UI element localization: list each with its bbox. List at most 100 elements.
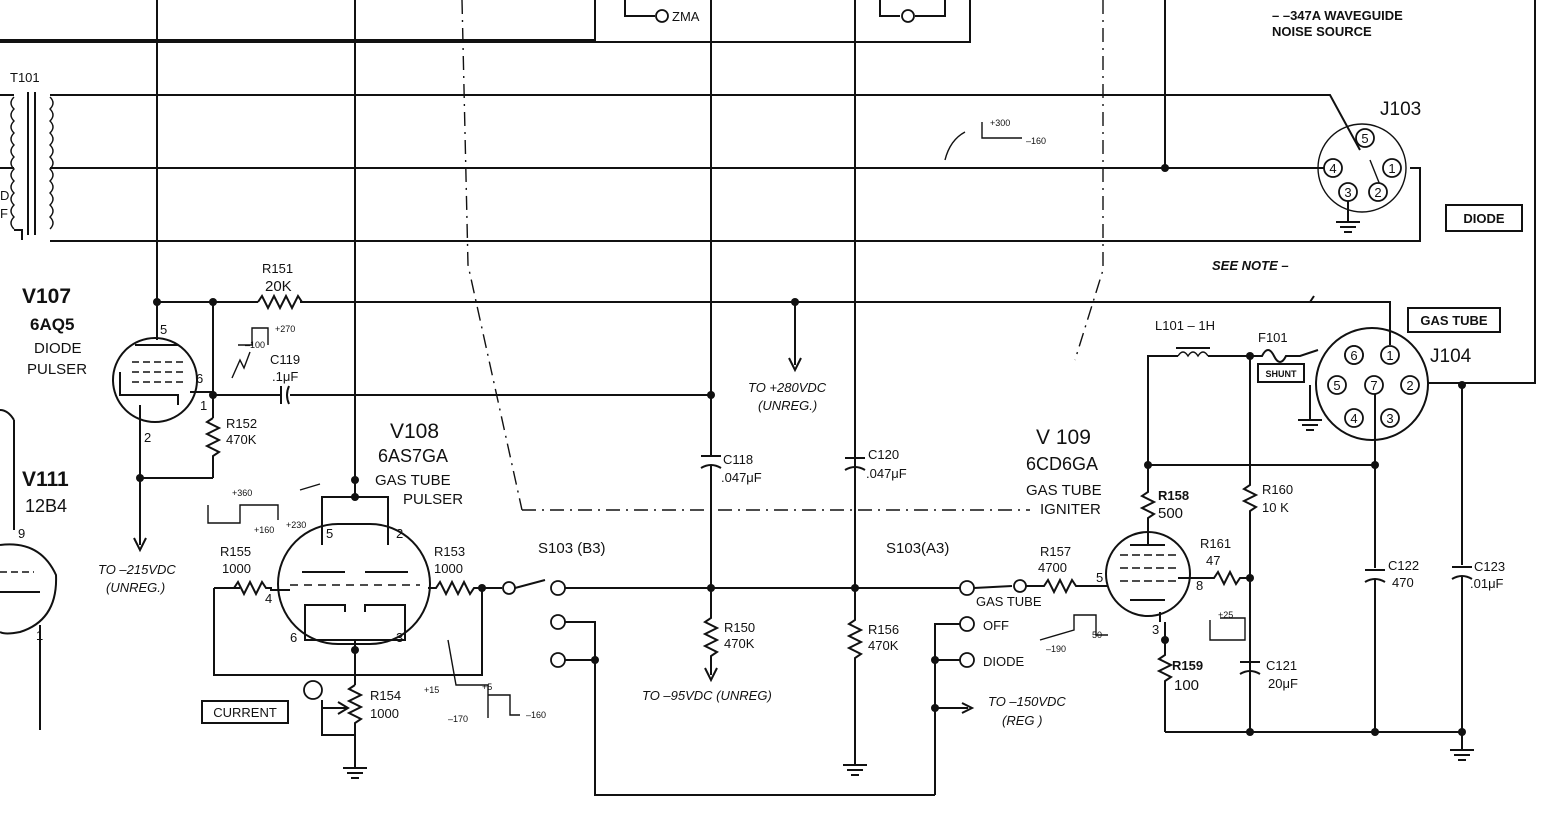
diode-box-label: DIODE [1463,211,1505,226]
r153-resistor-icon [428,579,502,597]
v111-type: 12B4 [25,496,67,516]
r159-ref: R159 [1172,658,1203,673]
waveform-e-1: 50 [1092,630,1102,640]
t101-left-fragment-1: D [0,188,9,203]
v108-tube-icon [213,476,483,676]
r157-ref: R157 [1040,544,1071,559]
waveform-d-4: –160 [526,710,546,720]
v109-pin-5: 5 [1096,570,1103,585]
r150-value: 470K [724,636,755,651]
j104-pin-2: 2 [1406,378,1413,393]
shunt-ground-icon [1298,385,1322,431]
waveform-a-low: –160 [1026,136,1046,146]
v108-function-1: GAS TUBE [375,472,451,489]
plus-280-note: (UNREG.) [758,398,817,413]
minus-215-note: (UNREG.) [106,580,165,595]
waveform-f [1209,617,1246,641]
j103-label: J103 [1380,99,1421,120]
gas-tube-box [1407,307,1501,333]
v108-type: 6AS7GA [378,446,448,466]
current-box-label: CURRENT [213,705,277,720]
plus-280-label: TO +280VDC [748,380,827,395]
minus-95-label: TO –95VDC (UNREG) [642,688,772,703]
r161-ref: R161 [1200,536,1231,551]
diode-box [1445,204,1523,232]
waveform-c-low: +160 [254,525,274,535]
top-wiring [0,0,1536,588]
c123-capacitor-icon [1450,381,1474,761]
r161-value: 47 [1206,553,1220,568]
waveform-b-high: +270 [275,324,295,334]
v107-name: V107 [22,285,71,308]
v109-tube-icon [1105,520,1198,622]
j104-connector [1315,327,1429,441]
v111-tube-icon [0,409,58,730]
c119-value: .1μF [272,369,298,384]
waveform-a [944,122,1022,161]
v108-pin-6: 6 [290,630,297,645]
v107-pin-2: 2 [144,430,151,445]
current-box [201,700,289,724]
v109-function-2: IGNITER [1040,501,1101,518]
r156-resistor-icon [843,588,867,776]
waveform-e-2: –190 [1046,644,1066,654]
v109-function-1: GAS TUBE [1026,482,1102,499]
s103-a3-switch-icon [931,579,1027,795]
r160-resistor-icon [1241,356,1259,736]
j103-pin-4: 4 [1329,161,1336,176]
l101-ref: L101 – 1H [1155,318,1215,333]
minus-150-label: TO –150VDC [988,694,1066,709]
r152-value: 470K [226,432,257,447]
r155-resistor-icon [233,579,272,597]
v107-pin-1: 1 [200,398,207,413]
r151-resistor-icon [257,293,303,311]
v111-name: V111 [22,468,69,491]
j104-pin-6: 6 [1350,348,1357,363]
v108-pin-2: 2 [396,526,403,541]
waveform-e [1039,614,1108,641]
v109-pin-3: 3 [1152,622,1159,637]
diode-switch-label: DIODE [983,654,1025,669]
plus-280-bus [153,295,1391,373]
waveform-c-high: +360 [232,488,252,498]
f101-ref: F101 [1258,330,1288,345]
r154-potentiometer-icon [303,646,367,779]
j104-pin-3: 3 [1386,411,1393,426]
r156-ref: R156 [868,622,899,637]
v108-name: V108 [390,420,439,443]
r160-value: 10 K [1262,500,1289,515]
c122-ref: C122 [1388,558,1419,573]
r151-ref: R151 [262,261,293,276]
zma-label: ZMA [672,9,700,24]
noise-source-label-1: – –347A WAVEGUIDE [1272,8,1403,23]
v109-pin-8: 8 [1196,578,1203,593]
r155-value: 1000 [222,561,251,576]
r159-value: 100 [1174,677,1199,694]
c122-value: 470 [1392,575,1414,590]
minus-150-note: (REG ) [1002,713,1042,728]
waveform-d [447,639,520,718]
waveform-c-right: +230 [286,520,306,530]
r158-ref: R158 [1158,488,1189,503]
c123-ref: C123 [1474,559,1505,574]
c119-ref: C119 [270,352,300,367]
r154-ref: R154 [370,688,401,703]
v108-pin-4: 4 [265,591,272,606]
minus-215-label: TO –215VDC [98,562,176,577]
waveform-d-1: +15 [424,685,439,695]
waveform-f-1: +25 [1218,610,1233,620]
c120-ref: C120 [868,447,899,462]
waveform-d-3: –170 [448,714,468,724]
r157-value: 4700 [1038,560,1067,575]
c121-capacitor-icon [1239,661,1261,675]
j104-label: J104 [1430,346,1472,367]
v108-pin-5: 5 [326,526,333,541]
r151-value: 20K [265,278,292,295]
waveform-b [231,327,269,379]
r159-resistor-icon [1156,622,1462,733]
c120-value: .047μF [866,466,907,481]
r153-value: 1000 [434,561,463,576]
j104-pins: 6 1 5 7 2 4 3 [1327,345,1420,428]
r150-ref: R150 [724,620,755,635]
